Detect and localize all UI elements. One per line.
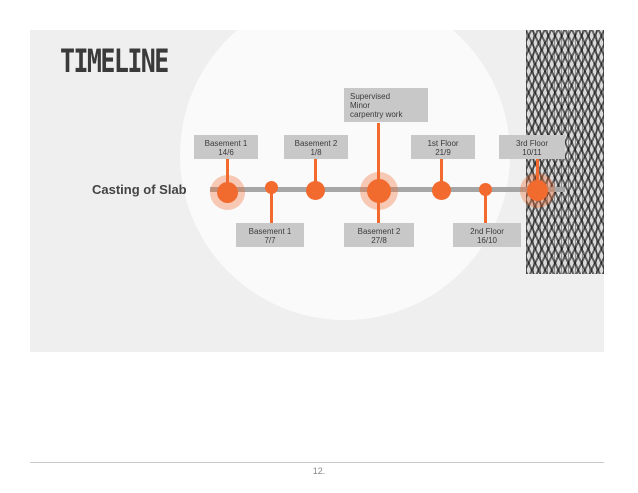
marker-basement1-below [265,181,278,194]
stem-basement1-below [270,188,273,224]
event-card: Basement 2 27/8 [344,223,414,247]
event-card: Supervised Minor carpentry work [344,88,428,122]
slide-title: TIMELINE [60,42,169,80]
marker-1stfloor [432,181,451,200]
event-name: 1st Floor [427,139,459,148]
stem-basement1-above [226,158,229,190]
event-date: 21/9 [435,148,451,157]
marker-basement1 [210,175,245,210]
marker-supervised [360,172,398,210]
stem-2ndfloor-below [484,188,487,224]
event-name: Basement 1 [248,227,292,236]
stem-1stfloor-above [440,158,443,190]
event-name: Basement 2 [357,227,401,236]
event-date: 16/10 [476,236,498,245]
event-card: Basement 1 14/6 [194,135,258,159]
event-name: Basement 1 [204,139,248,148]
event-date: 1/8 [310,148,322,157]
marker-basement2 [306,181,325,200]
stem-3rdfloor-above [536,158,539,190]
stem-basement2-below [377,190,380,224]
event-card: 2nd Floor 16/10 [453,223,521,247]
event-card: Basement 1 7/7 [236,223,304,247]
footer-divider [30,462,604,463]
event-card: Basement 2 1/8 [284,135,348,159]
event-date: 27/8 [371,236,387,245]
row-label: Casting of Slab [92,182,187,197]
event-line: carpentry work [350,110,403,119]
event-name: Basement 2 [294,139,338,148]
event-date: 14/6 [218,148,234,157]
event-name: 3rd Floor [515,139,548,148]
event-card: 1st Floor 21/9 [411,135,475,159]
event-date: 7/7 [264,236,276,245]
event-card: 3rd Floor 10/11 [499,135,565,159]
marker-2ndfloor [479,183,492,196]
stem-basement2-above [314,158,317,190]
event-line: Supervised [350,92,391,101]
page-number: 12. [312,466,326,476]
background-glow [180,30,510,320]
event-name: 2nd Floor [470,227,504,236]
marker-3rdfloor [520,173,555,208]
event-line: Minor [350,101,371,110]
stem-supervised-above [377,123,380,190]
event-date: 10/11 [522,148,542,157]
